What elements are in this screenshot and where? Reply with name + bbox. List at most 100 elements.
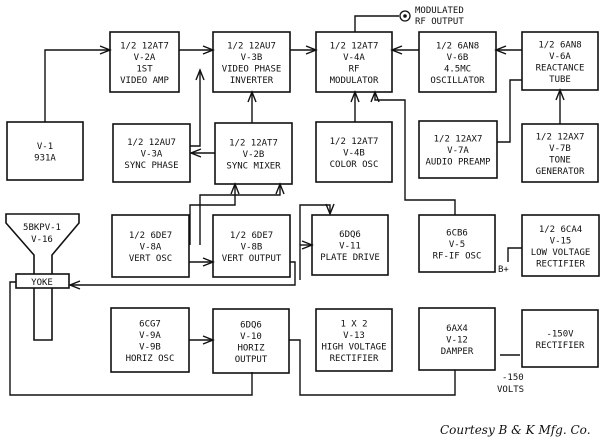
block-v6b-line-1: V-6B <box>447 53 469 63</box>
rf-output-label-2: RF OUTPUT <box>415 17 464 27</box>
block-v7a-line-0: 1/2 12AX7 <box>434 135 483 145</box>
block-v7a-line-1: V-7A <box>447 146 469 156</box>
block-v15-line-3: RECTIFIER <box>536 259 585 269</box>
block-v7b-line-2: TONE <box>549 155 571 165</box>
block-rect150-line-0: -150V <box>546 329 574 339</box>
block-v4b-line-1: V-4B <box>343 149 365 159</box>
block-v2b-line-1: V-2B <box>243 150 265 160</box>
credit-label: Courtesy B & K Mfg. Co. <box>440 423 591 437</box>
minus-150-label-2: VOLTS <box>497 385 524 395</box>
block-v5-outline <box>418 214 496 273</box>
block-v7b-line-1: V-7B <box>549 144 571 154</box>
block-v6b-line-0: 1/2 6AN8 <box>436 41 479 51</box>
block-v3b-line-3: INVERTER <box>230 76 274 86</box>
yoke-box <box>15 273 70 289</box>
block-v8a-line-1: V-8A <box>140 243 162 253</box>
block-v13-line-3: RECTIFIER <box>330 354 379 364</box>
block-v7a-line-2: AUDIO PREAMP <box>425 158 491 168</box>
block-v6a-line-0: 1/2 6AN8 <box>538 40 581 50</box>
block-v9-line-2: V-9B <box>139 342 161 352</box>
block-v4b-line-2: COLOR OSC <box>330 160 379 170</box>
block-v4a-line-2: RF <box>349 64 360 74</box>
block-v4a-line-1: V-4A <box>343 53 365 63</box>
block-rect150-line-1: RECTIFIER <box>536 341 585 351</box>
block-v5-line-1: V-5 <box>449 240 465 250</box>
block-v2a-outline <box>109 31 180 93</box>
block-v8a-line-0: 1/2 6DE7 <box>129 231 172 241</box>
block-v15-line-1: V-15 <box>550 236 572 246</box>
block-v3a-line-1: V-3A <box>141 150 163 160</box>
block-v9-line-0: 6CG7 <box>139 319 161 329</box>
crt-tube: 5BKPV-1 V-16 YOKE <box>5 213 80 341</box>
block-v11-line-1: V-11 <box>339 242 361 252</box>
block-v6b-line-2: 4.5MC <box>444 64 471 74</box>
block-v8b-line-1: V-8B <box>241 243 263 253</box>
b-plus-label: B+ <box>498 265 509 275</box>
block-v13-line-2: HIGH VOLTAGE <box>321 342 386 352</box>
block-v6a-line-3: TUBE <box>549 75 571 85</box>
block-v9-line-1: V-9A <box>139 331 161 341</box>
block-v4a-line-0: 1/2 12AT7 <box>330 41 379 51</box>
block-v1-line-0: V-1 <box>37 142 53 152</box>
block-rect150: -150V RECTIFIER <box>521 309 599 368</box>
block-v6b-line-3: OSCILLATOR <box>430 76 485 86</box>
crt-tube-number: V-16 <box>31 235 53 245</box>
block-v6a-line-2: REACTANCE <box>536 63 585 73</box>
block-v2a-line-2: 1ST <box>136 64 153 74</box>
block-v1-line-1: 931A <box>34 153 56 163</box>
block-v2b-line-0: 1/2 12AT7 <box>229 139 278 149</box>
block-rect150-outline <box>521 309 599 368</box>
crt-funnel <box>5 213 80 341</box>
block-v2a-line-3: VIDEO AMP <box>120 76 169 86</box>
block-v4b-outline <box>315 121 393 183</box>
block-v6b-outline <box>418 31 497 93</box>
block-v10-line-0: 6DQ6 <box>240 320 262 330</box>
block-v7a-outline <box>418 120 498 179</box>
block-v6a-line-1: V-6A <box>549 52 571 62</box>
block-v10-line-1: V-10 <box>240 332 262 342</box>
block-v3a-line-0: 1/2 12AU7 <box>127 138 176 148</box>
block-v15-line-2: LOW VOLTAGE <box>531 248 591 258</box>
block-v2b-line-2: SYNC MIXER <box>226 162 281 172</box>
block-v4b-line-0: 1/2 12AT7 <box>330 137 379 147</box>
block-v5-line-2: RF-IF OSC <box>433 252 482 262</box>
block-v10-line-3: OUTPUT <box>235 355 268 365</box>
block-v7b-line-0: 1/2 12AX7 <box>536 132 585 142</box>
block-v8a-outline <box>111 214 190 278</box>
block-v15-line-0: 1/2 6CA4 <box>539 225 582 235</box>
block-v12-line-2: DAMPER <box>441 347 474 357</box>
block-v12-line-0: 6AX4 <box>446 324 468 334</box>
block-v8b-outline <box>212 214 291 278</box>
block-v10-outline <box>212 308 290 374</box>
block-v11-line-2: PLATE DRIVE <box>320 253 380 263</box>
rf-output-label-1: MODULATED <box>415 6 464 16</box>
crt-type-label: 5BKPV-1 <box>23 223 61 233</box>
block-v9-line-3: HORIZ OSC <box>126 354 175 364</box>
block-v4a-outline <box>315 31 393 93</box>
block-v13-line-1: V-13 <box>343 331 365 341</box>
block-v13-outline <box>315 308 393 372</box>
block-v7b-line-3: GENERATOR <box>536 167 585 177</box>
minus-150-label-1: -150 <box>502 373 524 383</box>
block-v2a-line-0: 1/2 12AT7 <box>120 41 169 51</box>
block-v13-line-0: 1 X 2 <box>340 319 367 329</box>
block-v4a-line-3: MODULATOR <box>330 76 379 86</box>
block-v3b-line-0: 1/2 12AU7 <box>227 41 276 51</box>
